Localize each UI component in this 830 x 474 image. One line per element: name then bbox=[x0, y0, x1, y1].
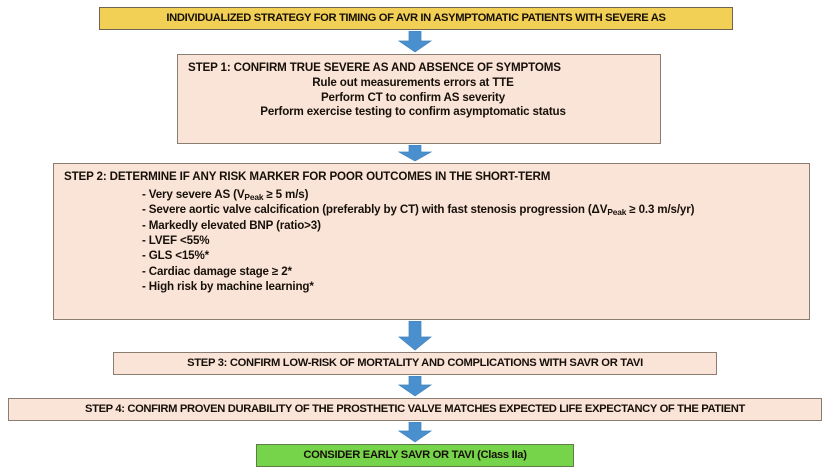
step2-bullet-6: - Cardiac damage stage ≥ 2* bbox=[142, 264, 292, 278]
step2-bullet-1: - Very severe AS (VPeak ≥ 5 m/s) bbox=[142, 187, 309, 202]
step2-bullet-5: - GLS <15%* bbox=[142, 249, 209, 263]
flow-node-final-recommendation: CONSIDER EARLY SAVR OR TAVI (Class IIa) bbox=[256, 444, 574, 467]
flow-node-step2: STEP 2: DETERMINE IF ANY RISK MARKER FOR… bbox=[53, 163, 810, 320]
step1-line-1: Rule out measurements errors at TTE bbox=[312, 75, 514, 89]
down-arrow-icon-5 bbox=[398, 422, 432, 443]
down-arrow-icon-2 bbox=[398, 145, 432, 162]
down-arrow-icon-3 bbox=[398, 321, 432, 351]
down-arrow-icon-1 bbox=[398, 31, 432, 53]
step2-bullet-4: - LVEF <55% bbox=[142, 234, 210, 248]
step1-line-2: Perform CT to confirm AS severity bbox=[320, 90, 506, 104]
flow-node-step3: STEP 3: CONFIRM LOW-RISK OF MORTALITY AN… bbox=[113, 352, 717, 375]
down-arrow-icon-4 bbox=[398, 376, 432, 397]
flow-node-step4: STEP 4: CONFIRM PROVEN DURABILITY OF THE… bbox=[8, 398, 822, 421]
step2-bullet-2: - Severe aortic valve calcification (pre… bbox=[142, 203, 695, 218]
step2-header: STEP 2: DETERMINE IF ANY RISK MARKER FOR… bbox=[64, 170, 551, 183]
flow-node-step1: STEP 1: CONFIRM TRUE SEVERE AS AND ABSEN… bbox=[177, 54, 661, 144]
step1-header: STEP 1: CONFIRM TRUE SEVERE AS AND ABSEN… bbox=[188, 61, 561, 74]
step2-bullet-list: - Very severe AS (VPeak ≥ 5 m/s) - Sever… bbox=[142, 187, 799, 295]
flow-node-title: INDIVIDUALIZED STRATEGY FOR TIMING OF AV… bbox=[99, 7, 733, 30]
step2-bullet-3: - Markedly elevated BNP (ratio>3) bbox=[142, 218, 321, 232]
step2-bullet-7: - High risk by machine learning* bbox=[142, 280, 314, 294]
step1-line-3: Perform exercise testing to confirm asym… bbox=[260, 105, 566, 119]
